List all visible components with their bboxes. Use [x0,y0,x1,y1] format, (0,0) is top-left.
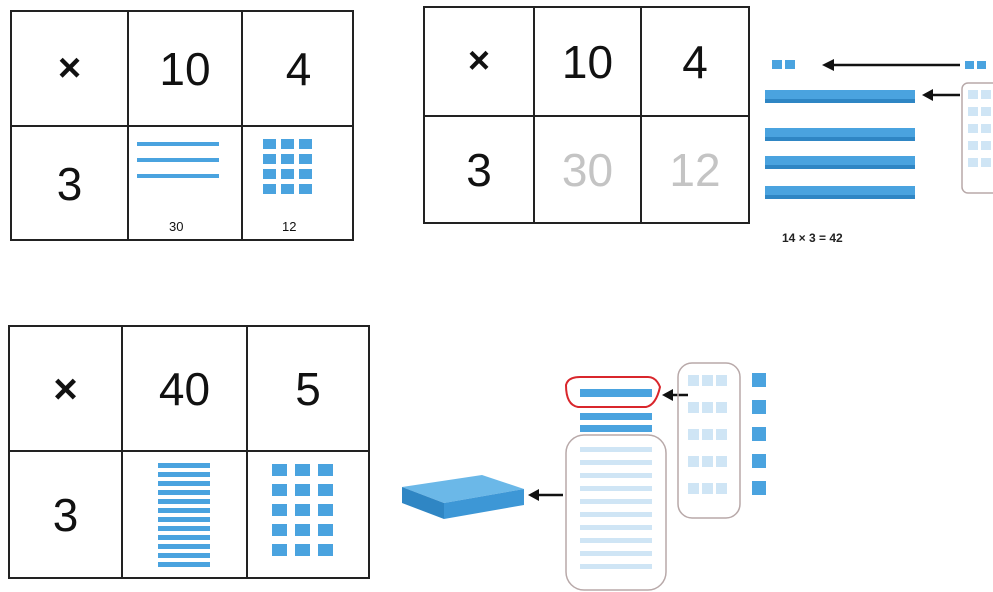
row-factor: 3 [12,127,127,241]
product-12: 12 [642,117,748,222]
twelve-unit-cubes [263,139,333,209]
base-ten-illustration-top [760,55,993,220]
header-tens: 40 [123,327,246,450]
header-tens: 10 [129,12,241,125]
times-symbol: × [425,8,533,115]
header-ones: 5 [248,327,368,450]
multiplication-grid-2: × 10 4 3 30 12 [423,6,750,224]
row-factor: 3 [425,117,533,222]
twelve-ten-rods [158,463,218,573]
times-symbol: × [10,327,121,450]
header-tens: 10 [535,8,640,115]
header-ones: 4 [243,12,354,125]
header-ones: 4 [642,8,748,115]
product-label-12: 12 [282,219,296,234]
equation-text: 14 × 3 = 42 [782,231,843,245]
row-factor: 3 [10,452,121,577]
base-ten-illustration-bottom [398,355,788,590]
multiplication-grid-3: × 40 5 3 [8,325,370,579]
times-symbol: × [12,12,127,125]
product-label-30: 30 [169,219,183,234]
multiplication-grid-1: × 10 4 3 30 12 [10,10,354,241]
three-ten-rods [137,142,232,202]
product-30: 30 [535,117,640,222]
fifteen-unit-cubes [272,464,352,569]
